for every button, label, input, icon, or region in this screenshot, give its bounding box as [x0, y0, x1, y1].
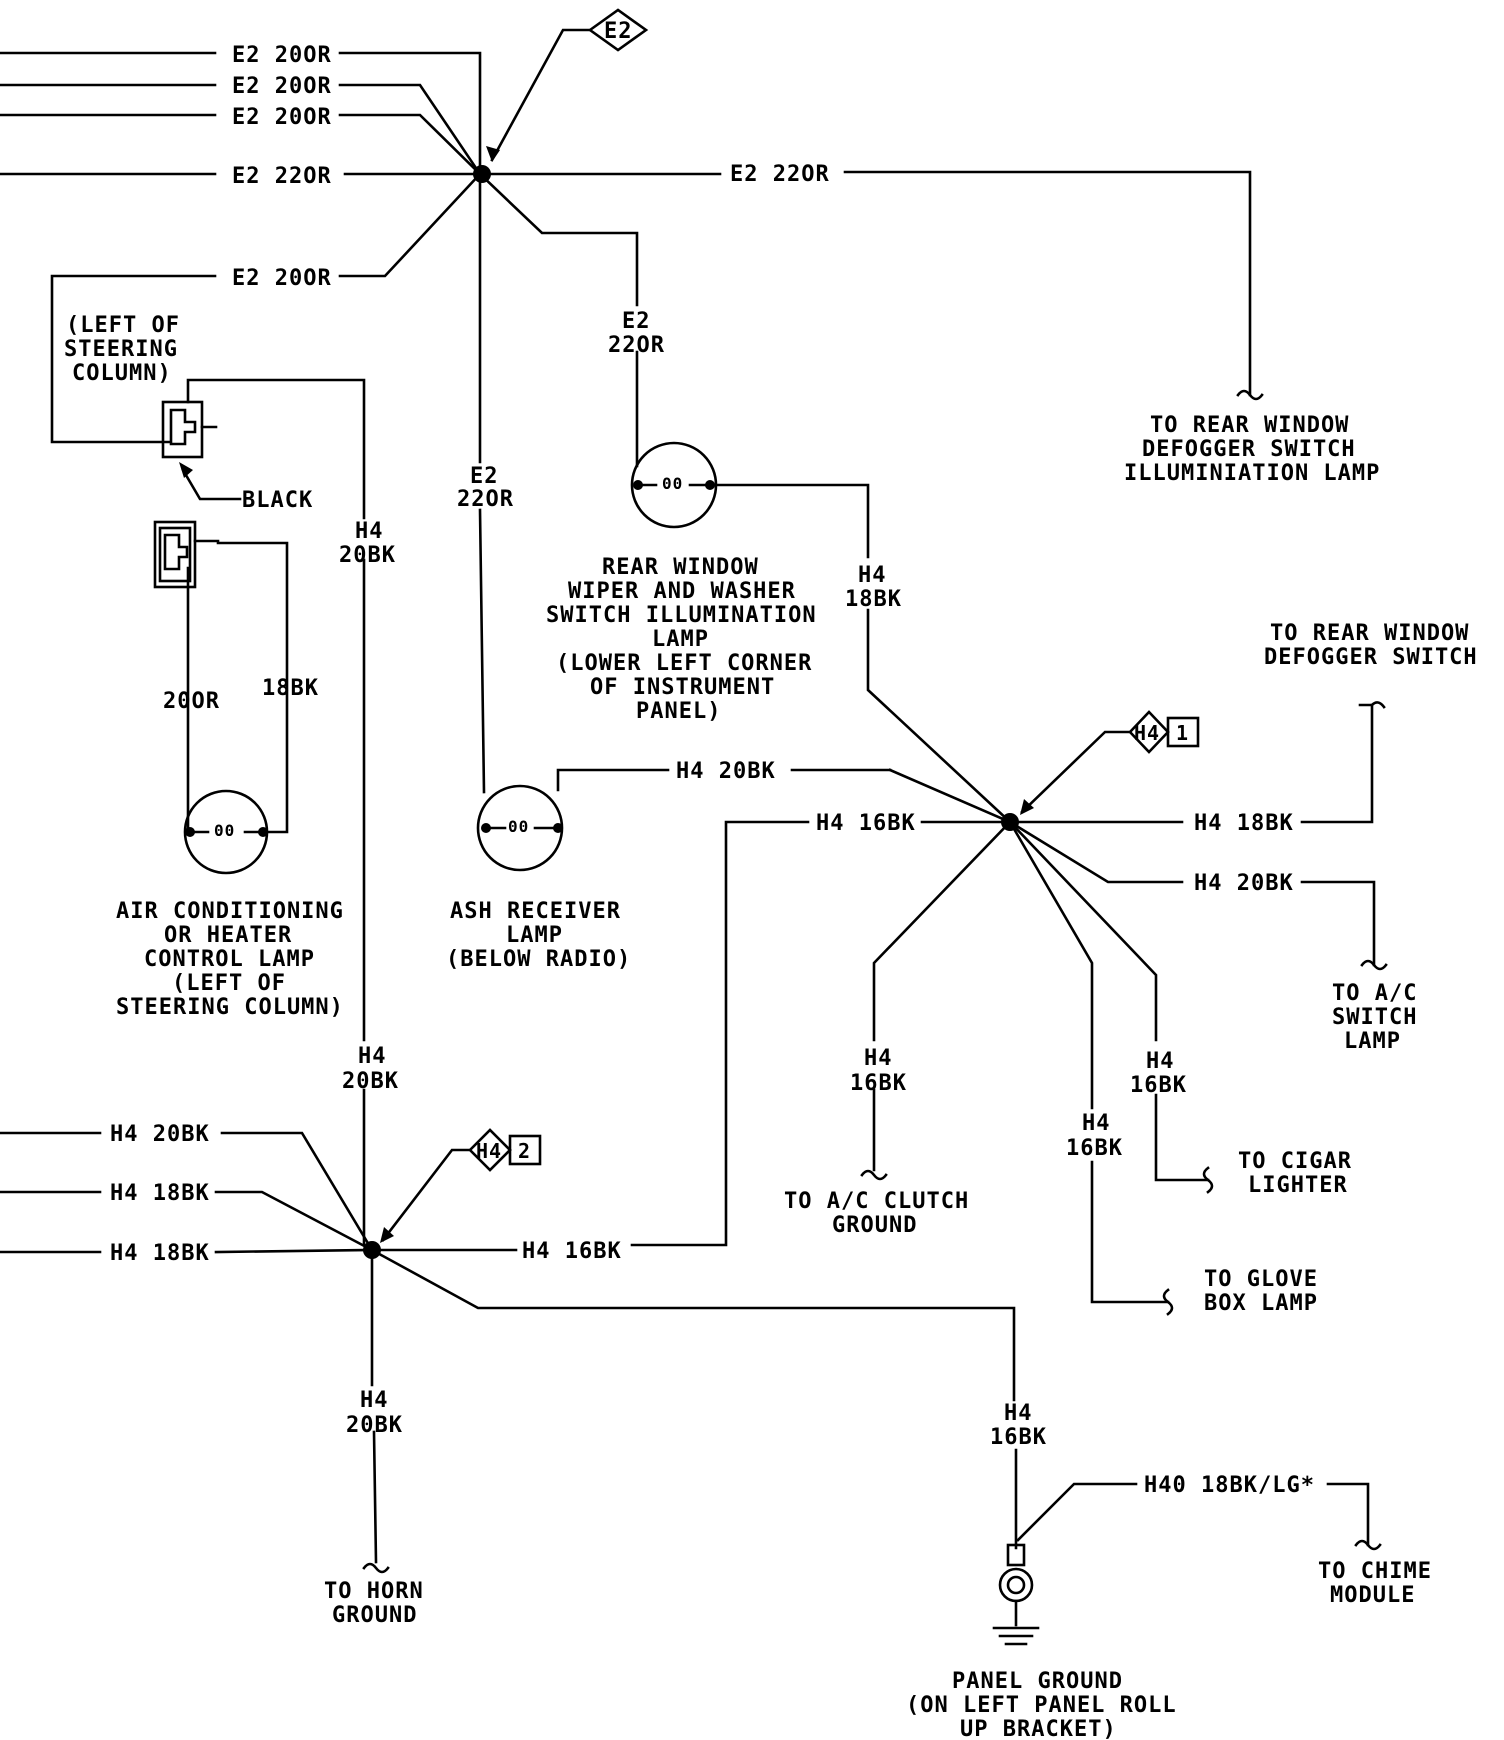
wire-label-h4-v2a: H4 — [358, 1044, 387, 1069]
dest-cigar-lighter-2: LIGHTER — [1248, 1173, 1348, 1198]
splice-e2-badge-label: E2 — [604, 19, 633, 44]
splice-e2-node — [473, 165, 491, 183]
wiper-lamp-label-2: WIPER AND WASHER — [568, 579, 796, 604]
wire-label-e2-1: E2 20OR — [232, 43, 332, 68]
wire-label-h4-v1a: H4 — [355, 519, 384, 544]
ac-lamp-circuit: 20OR 18BK 00 AIR CONDITIONING OR HEATER … — [116, 520, 344, 1020]
wire-label-h4-2-down-b: 20BK — [346, 1413, 403, 1438]
splice-badge-e2 — [587, 8, 649, 52]
dest-ac-switch-lamp-2: SWITCH — [1332, 1005, 1417, 1030]
dest-defogger-switch-1: TO REAR WINDOW — [1270, 621, 1469, 646]
wire-label-h4-1-down2a: H4 — [1082, 1111, 1111, 1136]
wire-label-h4-2-right: H4 16BK — [522, 1239, 622, 1264]
wire-label-h4-2-l1: H4 20BK — [110, 1122, 210, 1147]
splice-h4-2: H4 20BK H4 18BK H4 18BK H4 16BK H4 2 H4 … — [0, 1122, 1047, 1628]
dest-glove-box-2: BOX LAMP — [1204, 1291, 1318, 1316]
wire-label-e2-5: E2 20OR — [232, 266, 332, 291]
ac-lamp-label-2: OR HEATER — [164, 923, 292, 948]
ash-lamp-symbol: 00 — [508, 817, 529, 836]
dest-rear-defogger-illum: TO REAR WINDOW DEFOGGER SWITCH ILLUMINIA… — [1124, 389, 1380, 486]
rear-wiper-lamp: 00 H4 18BK REAR WINDOW WIPER AND WASHER … — [546, 441, 1012, 824]
connector-location-2: STEERING — [64, 337, 178, 362]
wire-label-e2-down-2a: E2 — [470, 464, 499, 489]
ac-lamp-label-5: STEERING COLUMN) — [116, 995, 344, 1020]
dest-ac-clutch-1: TO A/C CLUTCH — [784, 1189, 969, 1214]
wiper-lamp-label-7: PANEL) — [636, 699, 721, 724]
wire-label-h4-1-down3a: H4 — [1146, 1049, 1175, 1074]
panel-ground-label-3: UP BRACKET) — [960, 1717, 1117, 1740]
wire-label-h4-1-down1a: H4 — [864, 1046, 893, 1071]
ash-lamp-label-2: LAMP — [506, 923, 563, 948]
wire-label-h4-2-l2: H4 18BK — [110, 1181, 210, 1206]
wire-label-h4-1-right1: H4 18BK — [1194, 811, 1294, 836]
ac-lamp-label-3: CONTROL LAMP — [144, 947, 315, 972]
wire-label-e2-2: E2 20OR — [232, 74, 332, 99]
wire-label-h4-1-down1b: 16BK — [850, 1071, 907, 1096]
splice-h4-1-badge-num: 1 — [1176, 721, 1189, 745]
splice-h4-1-badge-label: H4 — [1134, 721, 1160, 745]
splice-h4-2-badge-label: H4 — [476, 1139, 502, 1163]
wire-label-h4-2-l3: H4 18BK — [110, 1241, 210, 1266]
wire-label-h4-2-ground-a: H4 — [1004, 1401, 1033, 1426]
wire-label-h4-up-a: H4 — [858, 563, 887, 588]
dest-chime-1: TO CHIME — [1318, 1559, 1432, 1584]
dest-defogger-illum-1: TO REAR WINDOW — [1150, 413, 1349, 438]
connector-location-1: (LEFT OF — [66, 313, 180, 338]
ash-receiver-lamp: 00 H4 20BK ASH RECEIVER LAMP (BELOW RADI… — [446, 508, 892, 972]
ac-lamp-symbol: 00 — [214, 821, 235, 840]
splice-h4-1: H4 1 H4 16BK H4 18BK TO REAR WINDOW DEFO… — [630, 621, 1478, 1316]
wire-label-chime: H40 18BK/LG* — [1144, 1473, 1315, 1498]
wire-label-ac-b: 18BK — [262, 676, 319, 701]
dest-cigar-lighter-1: TO CIGAR — [1238, 1149, 1352, 1174]
ac-lamp-label-4: (LEFT OF — [172, 971, 286, 996]
wire-label-h4-1-down3b: 16BK — [1130, 1073, 1187, 1098]
panel-ground-icon — [998, 1567, 1034, 1603]
wiper-lamp-symbol: 00 — [662, 474, 683, 493]
dest-defogger-switch-2: DEFOGGER SWITCH — [1264, 645, 1478, 670]
panel-ground: H40 18BK/LG* TO CHIME MODULE PANEL GROUN… — [906, 1473, 1432, 1740]
wiper-lamp-label-4: LAMP — [652, 627, 709, 652]
wire-label-h4-2-ground-b: 16BK — [990, 1425, 1047, 1450]
dest-defogger-illum-2: DEFOGGER SWITCH — [1142, 437, 1356, 462]
ash-lamp-label-3: (BELOW RADIO) — [446, 947, 631, 972]
wire-label-h4-1-down2b: 16BK — [1066, 1136, 1123, 1161]
wire-label-h4-v2b: 20BK — [342, 1069, 399, 1094]
dest-glove-box-1: TO GLOVE — [1204, 1267, 1318, 1292]
wire-label-e2-down-2b: 22OR — [457, 487, 514, 512]
dest-chime-2: MODULE — [1330, 1583, 1415, 1608]
panel-ground-label-1: PANEL GROUND — [952, 1669, 1123, 1694]
dest-ac-switch-lamp-1: TO A/C — [1332, 981, 1417, 1006]
wiper-lamp-label-3: SWITCH ILLUMINATION — [546, 603, 817, 628]
wire-label-h4-1-left: H4 16BK — [816, 811, 916, 836]
splice-e2: E2 E2 20OR E2 20OR E2 20OR E2 22OR E2 20… — [0, 8, 1252, 512]
panel-ground-label-2: (ON LEFT PANEL ROLL — [906, 1693, 1177, 1718]
wire-h4-20bk-vertical: H4 20BK H4 20BK — [339, 519, 399, 1247]
splice-h4-2-badge-num: 2 — [518, 1139, 531, 1163]
wire-label-e2-4: E2 22OR — [232, 164, 332, 189]
wire-label-h4-2-down-a: H4 — [360, 1388, 389, 1413]
wire-label-ac-a: 20OR — [163, 689, 220, 714]
dest-ac-clutch-2: GROUND — [832, 1213, 917, 1238]
connector-color-label: BLACK — [242, 488, 313, 513]
wiper-lamp-label-5: (LOWER LEFT CORNER — [556, 651, 812, 676]
wire-label-e2-right: E2 22OR — [730, 162, 830, 187]
dest-horn-ground-1: TO HORN — [324, 1579, 424, 1604]
wire-label-e2-down-1a: E2 — [622, 309, 651, 334]
wire-label-h4-up-b: 18BK — [845, 587, 902, 612]
wire-label-h4-1-right2: H4 20BK — [1194, 871, 1294, 896]
connector-left-steering: BLACK (LEFT OF STEERING COLUMN) — [50, 274, 366, 520]
ac-lamp-label-1: AIR CONDITIONING — [116, 899, 344, 924]
connector-location-3: COLUMN) — [72, 361, 172, 386]
wire-label-h4-ash: H4 20BK — [676, 759, 776, 784]
wire-label-e2-down-1b: 22OR — [608, 333, 665, 358]
dest-defogger-illum-3: ILLUMINIATION LAMP — [1124, 461, 1380, 486]
ash-lamp-label-1: ASH RECEIVER — [450, 899, 621, 924]
dest-horn-ground-2: GROUND — [332, 1603, 417, 1628]
wiper-lamp-label-1: REAR WINDOW — [602, 555, 759, 580]
wire-label-e2-3: E2 20OR — [232, 105, 332, 130]
dest-ac-switch-lamp-3: LAMP — [1344, 1029, 1401, 1054]
wiper-lamp-label-6: OF INSTRUMENT — [590, 675, 775, 700]
wire-label-h4-v1b: 20BK — [339, 543, 396, 568]
